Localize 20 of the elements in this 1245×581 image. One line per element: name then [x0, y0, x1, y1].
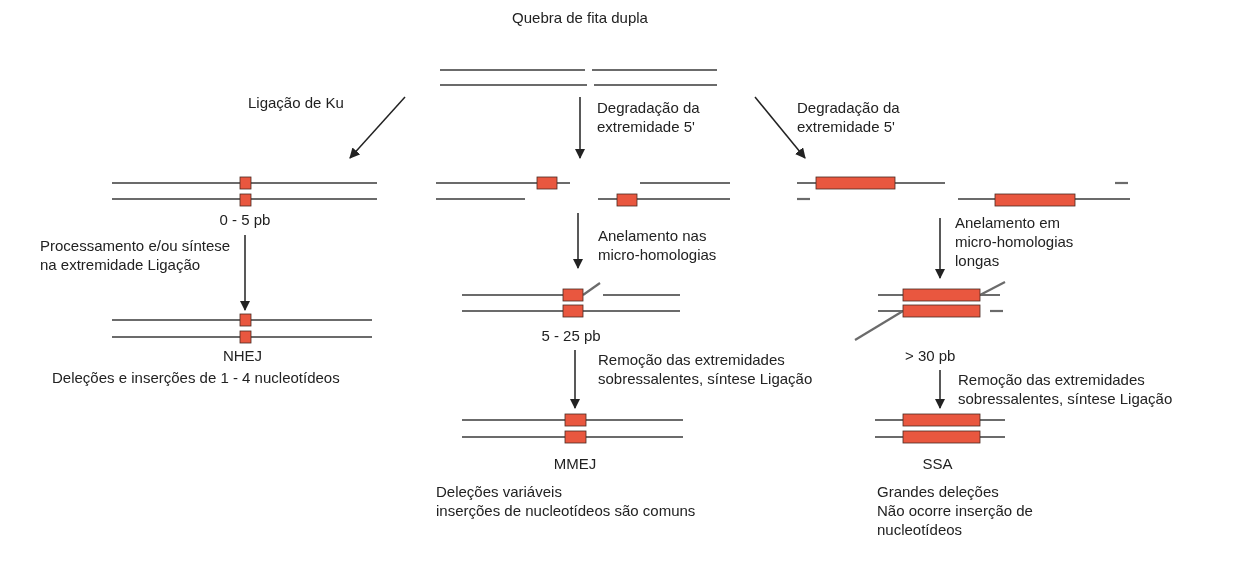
step-title: Quebra de fita dupla [511, 8, 649, 27]
step-description: Deleções e inserções de 1 - 4 nucleotídeos [52, 368, 340, 387]
step-title: NHEJ [221, 346, 264, 365]
arrow [569, 349, 581, 410]
length-label: 0 - 5 pb [218, 210, 272, 229]
length-label: 5 - 25 pb [540, 326, 602, 345]
arrow [934, 369, 946, 410]
arrow [754, 96, 806, 159]
arrow [574, 96, 586, 160]
step-description: Deleções variáveis [436, 482, 562, 501]
arrow [239, 234, 251, 312]
step-description: Grandes deleções [877, 482, 999, 501]
step-title: SSA [921, 454, 954, 473]
length-label: > 30 pb [905, 346, 956, 365]
step-description: Não ocorre inserção de nucleotídeos [877, 501, 1034, 539]
arrow [934, 217, 946, 280]
arrow [572, 212, 584, 270]
arrow [349, 96, 406, 159]
step-description: inserções de nucleotídeos são comuns [436, 501, 696, 520]
step-title: MMEJ [552, 454, 598, 473]
